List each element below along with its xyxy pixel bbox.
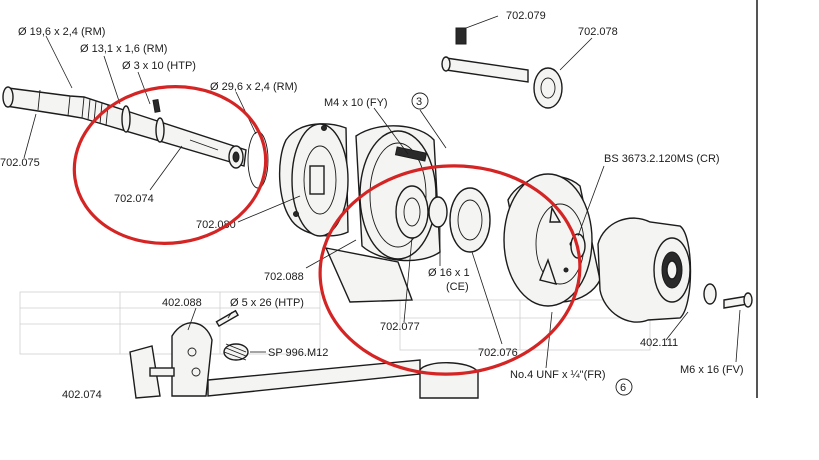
show-through-table [19,291,651,355]
label-ring-19-6: Ø 19,6 x 2,4 (RM) [18,26,105,38]
gear-set-702077 [395,185,491,253]
main-shaft-702075 [2,86,247,169]
label-part-702075: 702.075 [0,157,40,169]
washer-402111 [703,283,717,305]
label-pin-3x10: Ø 3 x 10 (HTP) [122,60,196,72]
label-pin-5x26: Ø 5 x 26 (HTP) [230,297,304,309]
small-gear-702078 [533,67,563,109]
label-part-702079: 702.079 [506,10,546,22]
highlight-circle-shaft [72,85,268,245]
bracket-402074 [129,345,175,399]
label-part-402074: 402.074 [62,389,102,401]
label-ring-16x1: Ø 16 x 1 [428,267,470,279]
leader-lines [23,15,741,369]
label-part-702076: 702.076 [478,347,518,359]
label-spring-sp996: SP 996.M12 [268,347,328,359]
label-ring-29-6: Ø 29,6 x 2,4 (RM) [210,81,297,93]
label-part-402111: 402.111 [640,337,678,349]
label-ring-16x1-code: (CE) [446,281,469,293]
callout-3-circle [411,92,429,110]
callout-6-circle [615,378,633,396]
screw-m6 [723,292,753,309]
plate-702076 [503,173,601,307]
label-screw-m4: M4 x 10 (FY) [324,97,388,109]
label-part-702078: 702.078 [578,26,618,38]
small-shaft-702079 [441,27,529,83]
label-part-702080: 702.080 [196,219,236,231]
label-part-402088: 402.088 [162,297,202,309]
label-callout-6: 6 [620,382,626,394]
label-ring-13-1: Ø 13,1 x 1,6 (RM) [80,43,167,55]
control-knob [597,217,692,323]
label-screw-unf: No.4 UNF x ¼"(FR) [510,369,606,381]
spring-sp996 [223,343,249,361]
bracket-402088 [171,322,213,397]
label-part-702074: 702.074 [114,193,154,205]
label-part-702088: 702.088 [264,271,304,283]
label-screw-m6: M6 x 16 (FV) [680,364,744,376]
label-bearing-bs: BS 3673.2.120MS (CR) [604,153,720,165]
label-part-702077: 702.077 [380,321,420,333]
lower-cover-edge [419,362,479,399]
housing-702080 [278,123,349,237]
pin-5x26 [215,309,239,328]
label-callout-3: 3 [416,96,422,108]
highlight-circle-gears [318,164,582,376]
